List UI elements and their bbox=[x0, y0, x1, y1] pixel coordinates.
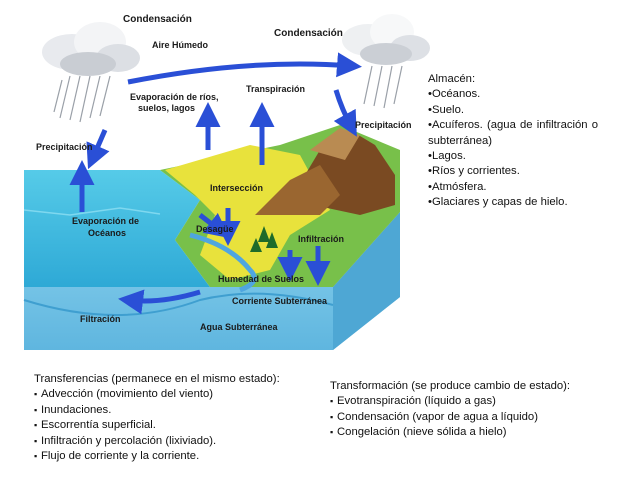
flow-arrows bbox=[69, 52, 362, 315]
transfers-title: Transferencias (permanece en el mismo es… bbox=[34, 373, 280, 385]
ground-layer-line bbox=[23, 292, 334, 316]
cloud-right bbox=[342, 14, 430, 109]
tree bbox=[250, 238, 262, 252]
diagram-label-group: Condensación Aire Húmedo Condensación Ev… bbox=[36, 14, 412, 332]
label-interseccion: Intersección bbox=[210, 183, 263, 193]
label-desague: Desagüe bbox=[196, 224, 234, 234]
storage-item: •Suelo. bbox=[428, 103, 464, 116]
transformation-item: Congelación (nieve sólida a hielo) bbox=[330, 425, 620, 441]
label-infiltracion: Infiltración bbox=[298, 234, 344, 244]
tree bbox=[258, 226, 270, 242]
precipitation-right-arrow bbox=[333, 89, 357, 137]
transformation-title: Transformación (se produce cambio de est… bbox=[330, 380, 571, 392]
storage-item: •Glaciares y capas de hielo. bbox=[428, 196, 568, 209]
moist-air-arrow bbox=[127, 52, 362, 85]
groundwater-arrow bbox=[118, 289, 201, 315]
label-humedad-suelos: Humedad de Suelos bbox=[218, 274, 304, 284]
storage-item: •Océanos. bbox=[428, 88, 481, 101]
ocean bbox=[24, 170, 210, 287]
land-yellow bbox=[165, 145, 330, 280]
transformation-list: Transformación (se produce cambio de est… bbox=[330, 379, 620, 441]
ocean-wave bbox=[23, 207, 161, 216]
label-filtracion: Filtración bbox=[80, 314, 121, 324]
label-corriente-subterranea: Corriente Subterránea bbox=[232, 296, 328, 306]
transformation-item: Evotranspiración (líquido a gas) bbox=[330, 394, 620, 410]
storage-item: •Acuíferos. (agua de infiltración o subt… bbox=[428, 119, 598, 147]
precipitation-left-arrow bbox=[86, 129, 110, 170]
storage-title: Almacén: bbox=[428, 73, 476, 85]
label-precipitacion-left: Precipitación bbox=[36, 142, 93, 152]
storage-item: •Ríos y corrientes. bbox=[428, 165, 520, 178]
transfer-item: Advección (movimiento del viento) bbox=[34, 387, 324, 403]
mountain-mid bbox=[255, 165, 340, 215]
label-evap-rios-l1: Evaporación de ríos, bbox=[130, 92, 219, 102]
cloud-left bbox=[42, 22, 140, 123]
label-aire-humedo: Aire Húmedo bbox=[152, 40, 209, 50]
label-condensacion-left: Condensación bbox=[123, 14, 192, 25]
transfer-item: Inundaciones. bbox=[34, 403, 324, 419]
transformation-item: Condensación (vapor de agua a líquido) bbox=[330, 410, 620, 426]
transfer-item: Infiltración y percolación (lixiviado). bbox=[34, 434, 324, 450]
transfer-item: Flujo de corriente y la corriente. bbox=[34, 449, 324, 465]
storage-item: •Lagos. bbox=[428, 150, 466, 163]
label-evap-oceanos-l2: Océanos bbox=[88, 228, 126, 238]
label-precipitacion-right: Precipitación bbox=[355, 120, 412, 130]
river bbox=[189, 232, 257, 293]
storage-list: Almacén: •Océanos. •Suelo. •Acuíferos. (… bbox=[428, 72, 598, 211]
label-agua-subterranea: Agua Subterránea bbox=[200, 322, 279, 332]
transfers-list: Transferencias (permanece en el mismo es… bbox=[34, 372, 324, 465]
tree bbox=[266, 232, 278, 248]
storage-item: •Atmósfera. bbox=[428, 180, 487, 193]
label-condensacion-right: Condensación bbox=[274, 28, 343, 39]
transfer-item: Escorrentía superficial. bbox=[34, 418, 324, 434]
ground-block bbox=[23, 212, 400, 350]
label-evap-oceanos-l1: Evaporación de bbox=[72, 216, 139, 226]
ground-side bbox=[333, 212, 400, 350]
trees bbox=[250, 226, 278, 252]
label-evap-rios-l2: suelos, lagos bbox=[138, 103, 195, 113]
label-transpiracion: Transpiración bbox=[246, 84, 305, 94]
